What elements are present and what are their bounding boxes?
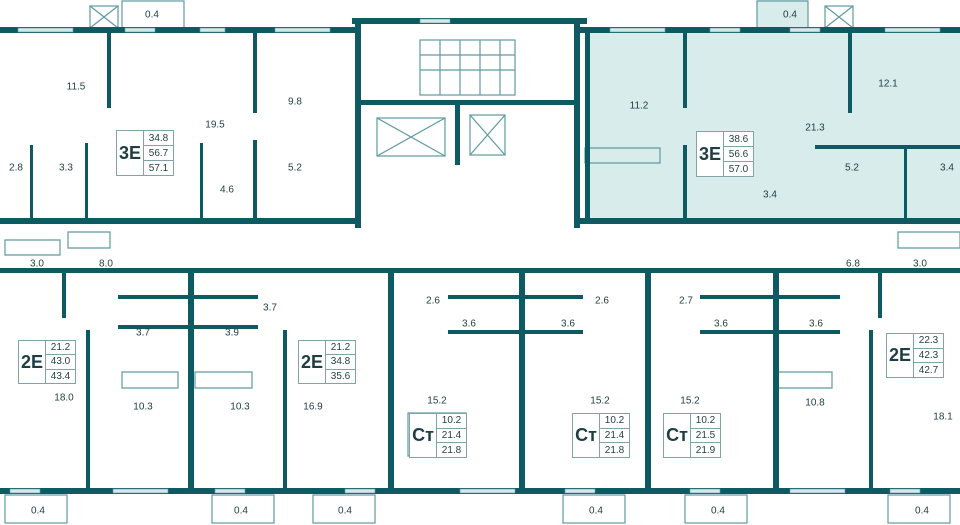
total-area: 34.8 bbox=[326, 355, 355, 370]
room-area: 18.1 bbox=[933, 411, 953, 423]
room-area: 10.8 bbox=[805, 397, 825, 409]
total-area: 21.4 bbox=[600, 429, 629, 444]
room-area: 11.5 bbox=[66, 81, 86, 93]
room-area: 3.6 bbox=[809, 318, 823, 330]
total-area: 21.5 bbox=[691, 429, 720, 444]
room-area: 9.8 bbox=[288, 96, 302, 108]
room-area: 16.9 bbox=[303, 401, 323, 413]
room-area: 5.2 bbox=[845, 162, 859, 174]
living-area: 21.2 bbox=[326, 341, 355, 356]
room-area: 2.8 bbox=[9, 162, 23, 174]
room-area: 2.6 bbox=[426, 295, 440, 307]
living-area: 10.2 bbox=[437, 414, 466, 429]
unit-type: 2Е bbox=[19, 341, 46, 383]
total-area: 56.7 bbox=[144, 146, 173, 161]
living-area: 34.8 bbox=[144, 131, 173, 146]
room-area: 2.7 bbox=[679, 295, 693, 307]
room-area: 3.3 bbox=[59, 162, 73, 174]
living-area: 10.2 bbox=[600, 414, 629, 429]
room-area: 3.7 bbox=[263, 302, 277, 314]
balcony-area: 0.4 bbox=[338, 505, 352, 517]
room-area: 3.0 bbox=[30, 258, 44, 270]
room-area: 5.2 bbox=[288, 162, 302, 174]
living-area: 10.2 bbox=[691, 414, 720, 429]
room-area: 3.7 bbox=[136, 327, 150, 339]
total-area: 56.6 bbox=[724, 147, 753, 162]
unit-type: Ст bbox=[664, 414, 691, 457]
total-area-balcony: 21.8 bbox=[604, 444, 625, 456]
room-area: 10.3 bbox=[133, 401, 153, 413]
unit-type: 3Е bbox=[117, 131, 144, 175]
balcony-area: 0.4 bbox=[915, 505, 929, 517]
room-area: 8.0 bbox=[99, 258, 113, 270]
room-area: 0.4 bbox=[783, 9, 797, 21]
room-area: 3.6 bbox=[561, 318, 575, 330]
unit-type: 2Е bbox=[299, 341, 326, 383]
room-area: 3.0 bbox=[913, 258, 927, 270]
balcony-area: 0.4 bbox=[31, 505, 45, 517]
unit-type: Ст bbox=[410, 414, 437, 457]
room-area: 15.2 bbox=[590, 395, 610, 407]
living-area: 21.2 bbox=[46, 341, 75, 356]
total-area-balcony: 43.4 bbox=[50, 370, 71, 382]
room-area: 15.2 bbox=[427, 395, 447, 407]
room-area: 3.6 bbox=[714, 318, 728, 330]
balcony-area: 0.4 bbox=[711, 505, 725, 517]
room-area: 3.6 bbox=[462, 318, 476, 330]
windows bbox=[9, 18, 941, 494]
room-area: 21.3 bbox=[805, 122, 825, 134]
total-area-balcony: 57.1 bbox=[148, 162, 169, 174]
room-area: 11.2 bbox=[629, 100, 649, 112]
room-area: 4.6 bbox=[220, 184, 234, 196]
total-area-balcony: 35.6 bbox=[330, 370, 351, 382]
room-area: 6.8 bbox=[846, 258, 860, 270]
room-area: 12.1 bbox=[878, 78, 898, 90]
room-area: 3.9 bbox=[225, 327, 239, 339]
highlighted-apartment[interactable] bbox=[585, 0, 960, 220]
unit-type: 2Е bbox=[887, 334, 914, 377]
room-area: 19.5 bbox=[205, 119, 225, 131]
unit-type: 3Е bbox=[697, 132, 724, 176]
total-area: 21.4 bbox=[437, 429, 466, 444]
room-area: 3.4 bbox=[940, 162, 954, 174]
room-area: 3.4 bbox=[763, 189, 777, 201]
unit-type: Ст bbox=[573, 414, 600, 457]
total-area-balcony: 21.9 bbox=[695, 444, 716, 456]
living-area: 22.3 bbox=[914, 334, 943, 349]
room-area: 15.2 bbox=[680, 395, 700, 407]
balcony-area: 0.4 bbox=[589, 505, 603, 517]
living-area: 38.6 bbox=[724, 132, 753, 147]
room-area: 2.6 bbox=[595, 295, 609, 307]
total-area-balcony: 42.7 bbox=[918, 364, 939, 376]
total-area-balcony: 57.0 bbox=[728, 163, 749, 175]
balcony-area: 0.4 bbox=[234, 505, 248, 517]
total-area: 43.0 bbox=[46, 355, 75, 370]
total-area: 42.3 bbox=[914, 349, 943, 364]
room-area: 18.0 bbox=[54, 392, 74, 404]
total-area-balcony: 21.8 bbox=[441, 444, 462, 456]
room-area: 10.3 bbox=[230, 401, 250, 413]
room-area: 0.4 bbox=[145, 9, 159, 21]
